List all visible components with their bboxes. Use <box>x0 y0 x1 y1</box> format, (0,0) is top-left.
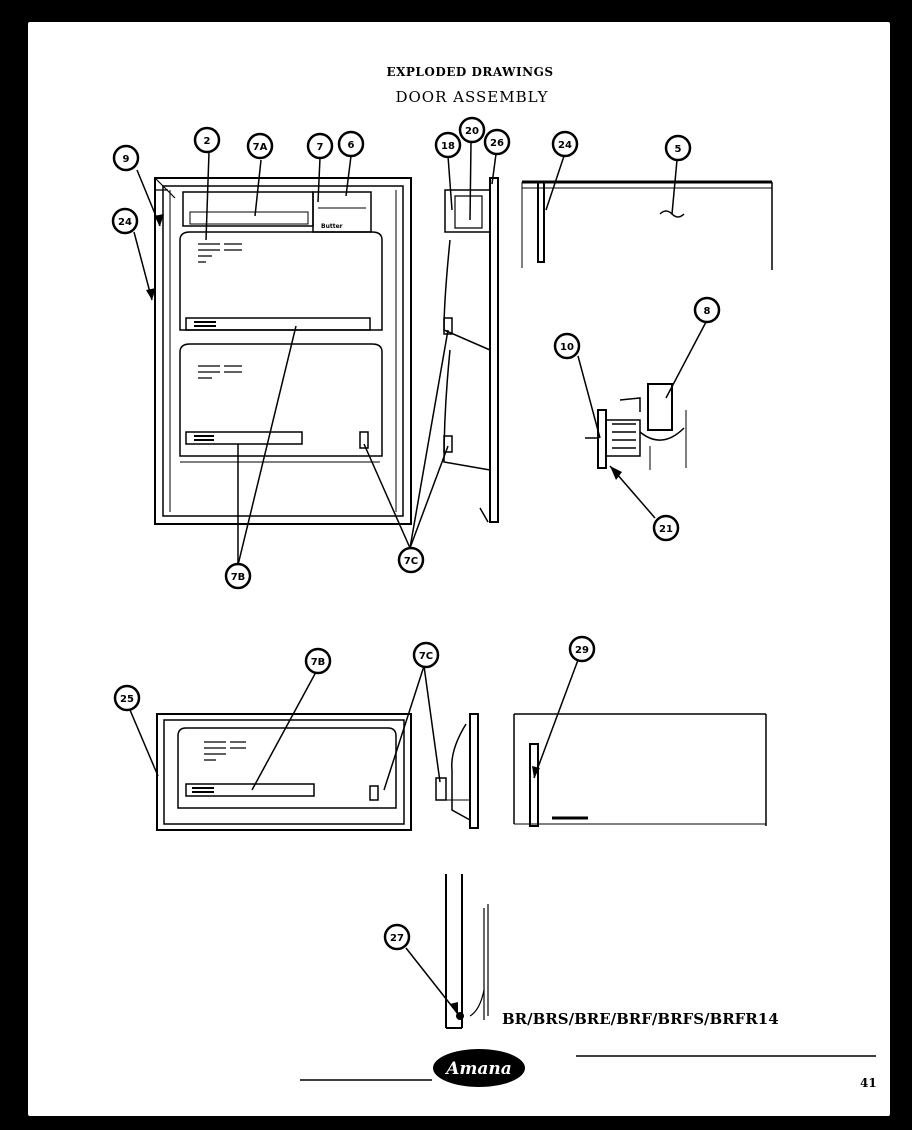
hinge-pin-detail <box>445 874 489 1029</box>
callout-26: 26 <box>483 128 511 156</box>
footer-rules <box>300 1055 876 1081</box>
drawing-sheet <box>28 22 890 1116</box>
leader-lines <box>129 141 707 1015</box>
svg-text:24: 24 <box>558 140 572 151</box>
svg-text:7B: 7B <box>311 657 326 668</box>
callout-7b-top: 7B <box>224 562 252 590</box>
latch-detail <box>585 383 687 470</box>
model-numbers: BR/BRS/BRE/BRF/BRFS/BRFR14 <box>502 1010 779 1028</box>
svg-text:27: 27 <box>390 933 404 944</box>
gasket-section-view <box>521 180 773 270</box>
svg-text:21: 21 <box>659 524 673 535</box>
page-number: 41 <box>860 1076 877 1090</box>
freezer-door-side-view <box>435 713 479 829</box>
callout-24b: 24 <box>551 130 579 158</box>
svg-text:6: 6 <box>348 140 355 151</box>
callout-7b-bottom: 7B <box>304 647 332 675</box>
callout-7a: 7A <box>246 132 274 160</box>
svg-text:20: 20 <box>465 126 479 137</box>
arrowheads <box>146 214 622 1014</box>
callout-7: 7 <box>306 132 334 160</box>
svg-text:10: 10 <box>560 342 574 353</box>
callout-8: 8 <box>693 296 721 324</box>
freezer-gasket-section <box>513 713 767 827</box>
svg-text:8: 8 <box>704 306 711 317</box>
svg-text:7C: 7C <box>404 556 418 567</box>
svg-text:9: 9 <box>123 154 130 165</box>
callout-10: 10 <box>553 332 581 360</box>
svg-text:18: 18 <box>441 141 455 152</box>
svg-text:25: 25 <box>120 694 134 705</box>
callout-5: 5 <box>664 134 692 162</box>
svg-text:7C: 7C <box>419 651 433 662</box>
callout-29: 29 <box>568 635 596 663</box>
callout-18: 18 <box>434 131 462 159</box>
main-door-side-view <box>443 177 499 523</box>
header-subtitle: DOOR ASSEMBLY <box>395 88 548 106</box>
svg-text:Amana: Amana <box>444 1059 512 1079</box>
svg-text:2: 2 <box>204 136 211 147</box>
butter-label: Butter <box>321 223 343 230</box>
svg-text:7: 7 <box>317 142 324 153</box>
callout-27: 27 <box>383 923 411 951</box>
header-title: EXPLODED DRAWINGS <box>386 65 553 79</box>
svg-text:29: 29 <box>575 645 589 656</box>
callout-20: 20 <box>458 116 486 144</box>
svg-text:7B: 7B <box>231 572 246 583</box>
callout-6: 6 <box>337 130 365 158</box>
svg-text:26: 26 <box>490 138 504 149</box>
main-door-front <box>154 177 412 525</box>
callout-9: 9 <box>112 144 140 172</box>
freezer-door-front <box>156 713 412 831</box>
callout-2: 2 <box>193 126 221 154</box>
callout-7c-top: 7C <box>397 546 425 574</box>
svg-text:24: 24 <box>118 217 132 228</box>
amana-logo: Amana <box>433 1049 525 1087</box>
callout-25: 25 <box>113 684 141 712</box>
callout-7c-bottom: 7C <box>412 641 440 669</box>
callout-21: 21 <box>652 514 680 542</box>
callout-24a: 24 <box>111 207 139 235</box>
svg-text:5: 5 <box>675 144 682 155</box>
svg-text:7A: 7A <box>253 142 268 153</box>
